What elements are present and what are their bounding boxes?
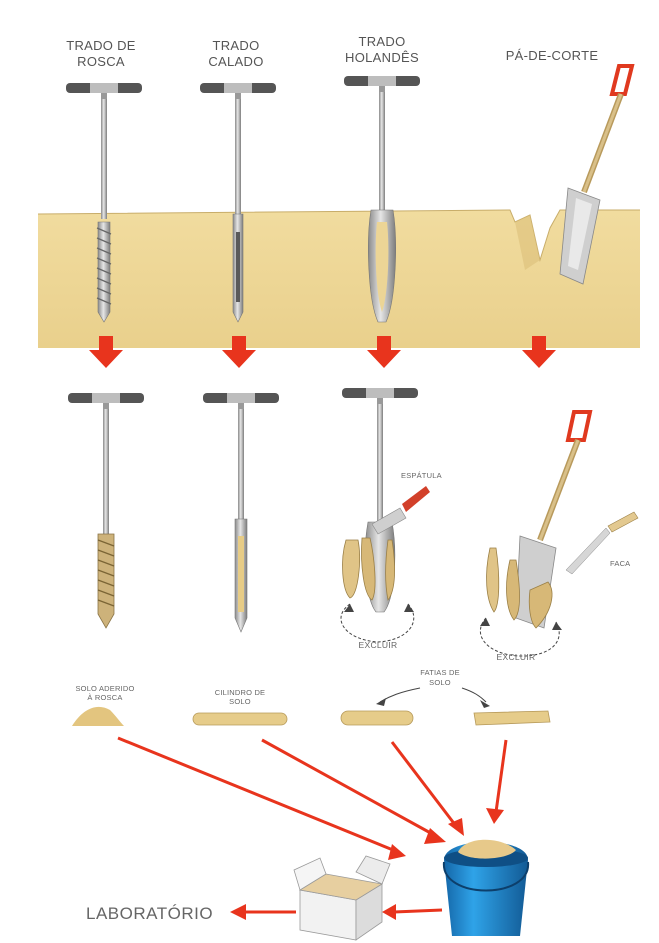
dutch-auger-with-soil (341, 388, 430, 642)
annotation-espatula: ESPÁTULA (401, 471, 442, 480)
sample-cilindro-line1: CILINDRO DE (215, 688, 266, 697)
tool-title-calado: TRADO CALADO (208, 38, 263, 69)
converging-arrows (118, 738, 506, 860)
tool-title-holandes: TRADO HOLANDÊS (345, 34, 419, 65)
cutting-spade-with-soil (480, 412, 638, 656)
sample-cilindro: CILINDRO DE SOLO (193, 688, 287, 725)
sample-solo-aderido-line2: À ROSCA (87, 693, 122, 702)
tool-title-calado-line2: CALADO (208, 54, 263, 69)
laboratory-box (294, 856, 390, 940)
sample-cilindro-line2: SOLO (229, 697, 251, 706)
tool-title-holandes-line2: HOLANDÊS (345, 50, 419, 65)
tool-title-calado-line1: TRADO (213, 38, 260, 53)
sample-solo-aderido-line1: SOLO ADERIDO (75, 684, 134, 693)
sample-fatias-line2: SOLO (429, 678, 451, 687)
box-to-lab-arrow (230, 904, 296, 920)
annotation-faca: FACA (610, 559, 630, 568)
sample-fatias: FATIAS DE SOLO (341, 668, 550, 725)
tool-title-pa: PÁ-DE-CORTE (506, 48, 599, 63)
sample-fatias-line1: FATIAS DE (420, 668, 460, 677)
annotation-excluir-pa: EXCLUIR (497, 652, 536, 662)
bucket-to-box-arrow (382, 904, 442, 920)
sample-solo-aderido: SOLO ADERIDO À ROSCA (72, 684, 135, 726)
soil-block (38, 210, 640, 348)
tool-title-rosca: TRADO DE ROSCA (66, 38, 136, 69)
annotation-excluir-holandes: EXCLUIR (359, 640, 398, 650)
tool-title-holandes-line1: TRADO (359, 34, 406, 49)
bucket (444, 840, 528, 936)
destination-laboratorio: LABORATÓRIO (86, 904, 213, 923)
screw-auger-with-soil (68, 393, 144, 628)
tool-title-rosca-line2: ROSCA (77, 54, 125, 69)
tool-title-rosca-line1: TRADO DE (66, 38, 136, 53)
tube-auger-with-soil (203, 393, 279, 632)
tool-title-pa-line1: PÁ-DE-CORTE (506, 48, 599, 63)
